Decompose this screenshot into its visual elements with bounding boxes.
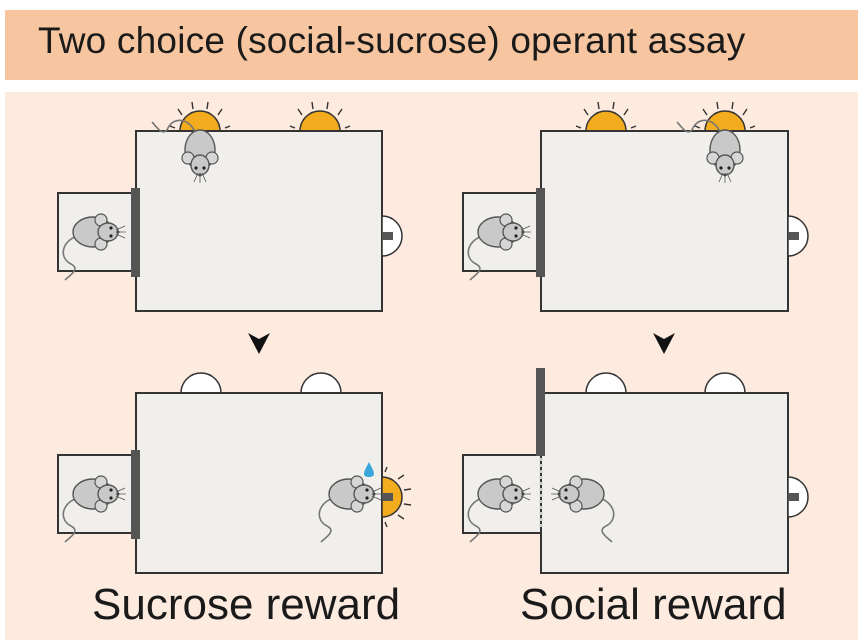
chamber-top-left (57, 101, 403, 312)
nose-poke-port-icon (300, 372, 342, 394)
nose-poke-light-icon (381, 466, 412, 528)
sliding-door-icon (131, 450, 140, 539)
arrow-down-icon (653, 333, 675, 354)
title-bar (5, 10, 858, 80)
sliding-door-icon (536, 188, 545, 277)
sliding-door-icon (536, 368, 545, 456)
nose-poke-light-icon (694, 101, 756, 132)
operant-chamber (540, 130, 789, 312)
nose-poke-port-icon (787, 215, 809, 257)
figure-title: Two choice (social-sucrose) operant assa… (38, 20, 746, 61)
sliding-door-icon (131, 188, 140, 277)
nose-poke-light-icon (169, 101, 231, 132)
nose-poke-port-icon (585, 372, 627, 394)
nose-poke-light-icon (575, 101, 637, 132)
nose-poke-port-icon (381, 215, 403, 257)
chamber-top-right (462, 101, 809, 312)
nose-poke-port-icon (704, 372, 746, 394)
social-reward-label: Social reward (520, 580, 787, 629)
nose-poke-port-icon (787, 476, 809, 518)
chamber-bottom-left (57, 372, 412, 574)
nose-poke-port-icon (180, 372, 222, 394)
nose-poke-light-icon (289, 101, 351, 132)
chamber-bottom-right (462, 368, 809, 574)
water-drop-icon (364, 462, 374, 477)
operant-chamber (135, 130, 383, 312)
sucrose-reward-label: Sucrose reward (92, 580, 401, 629)
arrow-down-icon (248, 333, 270, 354)
